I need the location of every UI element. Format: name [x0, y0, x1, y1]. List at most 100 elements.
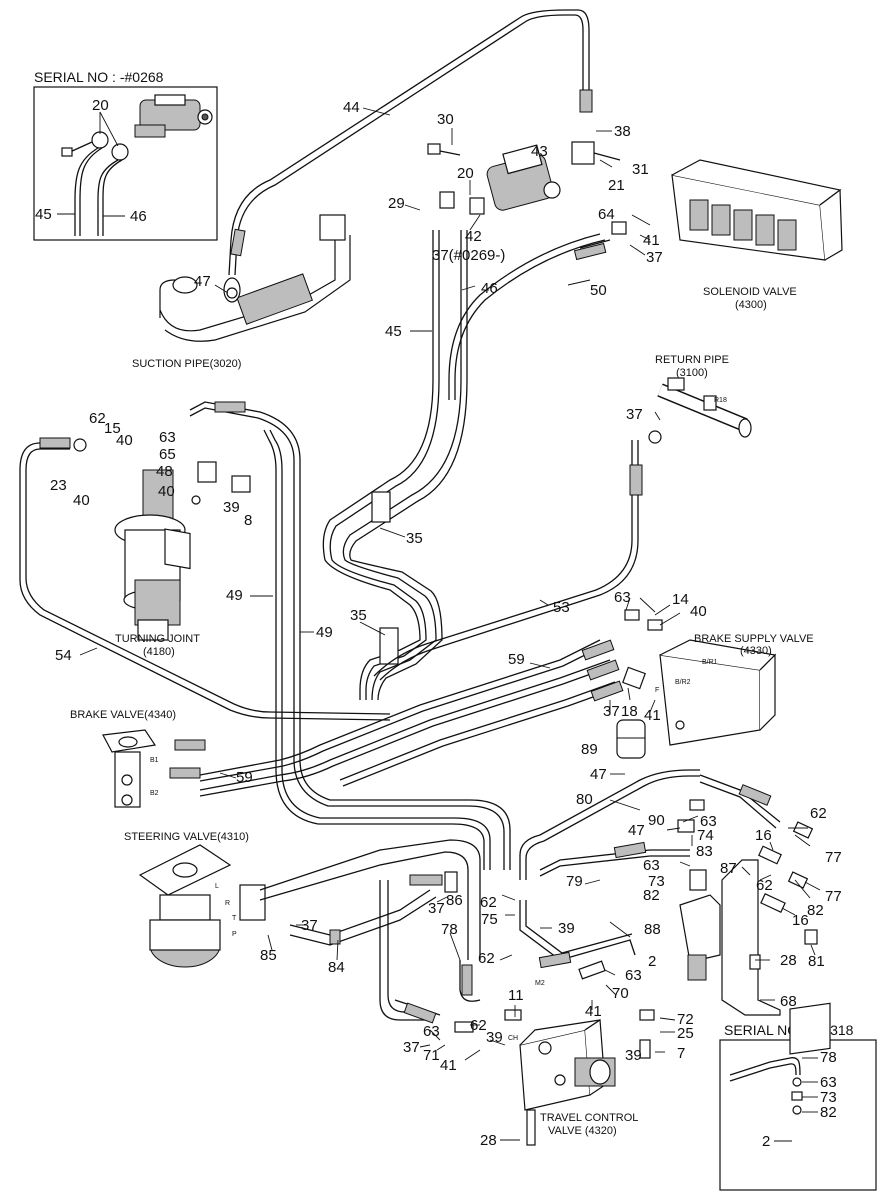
callout-37f: 37 — [403, 1039, 420, 1056]
callout-80: 80 — [576, 791, 593, 808]
inset-callout-63: 63 — [820, 1074, 837, 1091]
callout-49b: 49 — [316, 624, 333, 641]
callout-48: 48 — [156, 463, 173, 480]
callout-37d: 37 — [428, 900, 445, 917]
callout-68: 68 — [780, 993, 797, 1010]
callout-63: 63 — [159, 429, 176, 446]
callout-59b: 59 — [236, 769, 253, 786]
caption-brake-supply-valve: BRAKE SUPPLY VALVE — [694, 633, 814, 645]
callout-41b: 41 — [644, 707, 661, 724]
callout-39: 39 — [223, 499, 240, 516]
callout-75: 75 — [481, 911, 498, 928]
callout-41c: 41 — [585, 1003, 602, 1020]
callout-77: 77 — [825, 849, 842, 866]
callout-74: 74 — [697, 827, 714, 844]
callout-28: 28 — [780, 952, 797, 969]
main-pump — [427, 143, 561, 215]
caption-solenoid-valve: SOLENOID VALVE — [703, 286, 797, 298]
connector-block-21 — [571, 141, 595, 165]
caption-brake-supply-valve-code: (4330) — [740, 645, 772, 657]
inset-callout-73: 73 — [820, 1089, 837, 1106]
callout-25: 25 — [677, 1025, 694, 1042]
part-callouts: 44 38 30 43 31 21 20 29 42 37(#0269-) 64… — [50, 99, 842, 1149]
callout-21: 21 — [608, 177, 625, 194]
port-marks: L R T P B/R1 B/R2 B1 B2 CH M2 F — [150, 659, 718, 1042]
callout-40: 40 — [116, 432, 133, 449]
callout-49: 49 — [226, 587, 243, 604]
callout-11: 11 — [508, 987, 524, 1004]
callout-46: 46 — [481, 280, 498, 297]
port-t: T — [232, 915, 237, 922]
callout-89: 89 — [581, 741, 598, 758]
inset-callout-82: 82 — [820, 1104, 837, 1121]
hose-46 — [342, 230, 462, 701]
callout-29: 29 — [388, 195, 405, 212]
hose-78 — [459, 960, 481, 1002]
brake-valve — [102, 729, 157, 808]
callout-59: 59 — [508, 651, 525, 668]
callout-40c: 40 — [158, 483, 175, 500]
hose-80 — [519, 769, 700, 880]
callout-70: 70 — [612, 985, 629, 1002]
hose-59 — [199, 639, 601, 776]
callout-62: 62 — [89, 410, 106, 427]
hose-50 — [454, 239, 606, 400]
callout-62e: 62 — [478, 950, 495, 967]
leader-lines — [79, 107, 821, 1141]
callout-88: 88 — [644, 921, 661, 938]
travel-control-valve — [519, 1018, 616, 1111]
callout-84: 84 — [328, 959, 345, 976]
callout-63d: 63 — [643, 857, 660, 874]
caption-suction-pipe: SUCTION PIPE(3020) — [132, 358, 241, 370]
caption-brake-valve: BRAKE VALVE(4340) — [70, 709, 176, 721]
callout-82b: 82 — [807, 902, 824, 919]
return-pipe — [648, 377, 752, 444]
callout-41d: 41 — [440, 1057, 457, 1074]
inset-callout-78: 78 — [820, 1049, 837, 1066]
callout-30: 30 — [437, 111, 454, 128]
suction-pipe-assembly — [159, 214, 351, 342]
callout-62b: 62 — [810, 805, 827, 822]
callout-47b: 47 — [590, 766, 607, 783]
port-m2: M2 — [535, 980, 545, 987]
port-r: R — [225, 900, 230, 907]
callout-62c: 62 — [756, 877, 773, 894]
callout-16b: 16 — [792, 912, 809, 929]
port-b1: B1 — [150, 757, 159, 764]
port-p: P — [232, 931, 237, 938]
callout-35b: 35 — [350, 607, 367, 624]
port-f: F — [655, 687, 659, 694]
callout-64: 64 — [598, 206, 615, 223]
callout-28b: 28 — [480, 1132, 497, 1149]
inset-callout-46: 46 — [130, 208, 147, 225]
callout-38: 38 — [614, 123, 631, 140]
hose-88 — [519, 900, 636, 961]
inset-callout-20: 20 — [92, 97, 109, 114]
inset-frame-bottom — [719, 1039, 877, 1191]
clamp-35-lower — [379, 627, 399, 665]
hose-79 — [539, 849, 690, 871]
caption-solenoid-valve-code: (4300) — [735, 299, 767, 311]
callout-79: 79 — [566, 873, 583, 890]
caption-return-pipe-code: (3100) — [676, 367, 708, 379]
callout-2: 2 — [648, 953, 656, 970]
callout-81: 81 — [808, 953, 825, 970]
callout-63e: 63 — [625, 967, 642, 984]
callout-83: 83 — [696, 843, 713, 860]
callout-35: 35 — [406, 530, 423, 547]
hose-44 — [234, 14, 584, 276]
port-br2: B/R2 — [675, 679, 691, 686]
inset-serial-0318: SERIAL NO : -#0318 78 63 73 82 2 — [719, 1002, 877, 1191]
bracket-68 — [721, 859, 781, 1016]
callout-43: 43 — [531, 143, 548, 160]
component-captions: SUCTION PIPE(3020) SOLENOID VALVE (4300)… — [70, 286, 814, 1137]
brake-supply-valve — [659, 639, 777, 746]
callout-45: 45 — [385, 323, 402, 340]
callout-73: 73 — [648, 873, 665, 890]
port-ch: CH — [508, 1035, 518, 1042]
callout-40d: 40 — [690, 603, 707, 620]
caption-steering-valve: STEERING VALVE(4310) — [124, 831, 249, 843]
inset-frame — [33, 86, 218, 241]
